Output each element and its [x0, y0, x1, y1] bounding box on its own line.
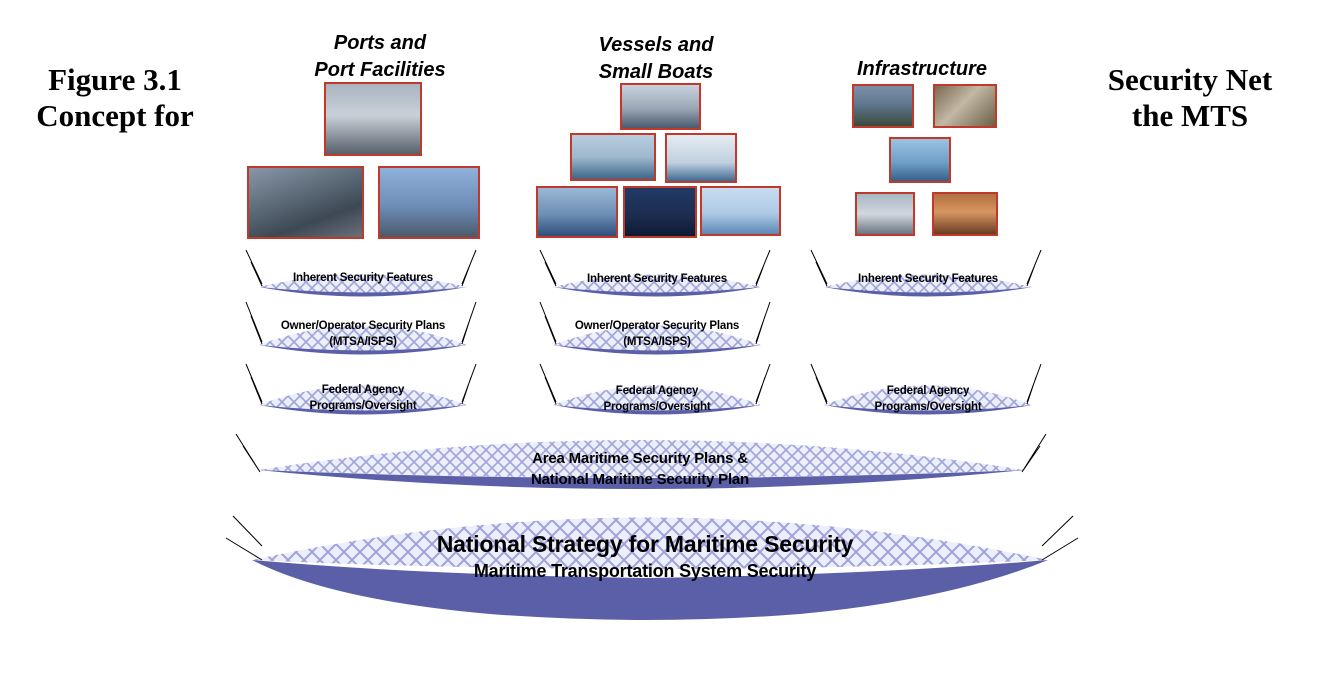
figure-title-line-2: Concept for — [36, 98, 194, 133]
port-aerial-photo — [247, 166, 364, 239]
label-ports-owner: Owner/Operator Security Plans (MTSA/ISPS… — [268, 318, 458, 350]
net-vessels-owner — [539, 301, 771, 355]
figure-title-right: Security Net the MTS — [1090, 62, 1290, 134]
navy-vessel-photo — [620, 83, 701, 130]
label-national-strategy: National Strategy for Maritime Security … — [385, 530, 905, 584]
label-infrastructure-inherent-line-1: Inherent Security Features — [858, 273, 998, 285]
dam-photo — [933, 84, 997, 128]
container-ship-photo — [536, 186, 618, 238]
net-infrastructure-inherent — [810, 249, 1042, 297]
net-area-maritime — [235, 433, 1047, 489]
net-national-strategy — [225, 515, 1079, 620]
small-boat-photo — [665, 133, 737, 183]
label-vessels-owner-line-1: Owner/Operator Security Plans — [574, 320, 740, 332]
figure-title-left: Figure 3.1 Concept for — [20, 62, 210, 134]
label-infrastructure-federal: Federal Agency Programs/Oversight — [833, 383, 1023, 415]
net-ports-owner — [245, 301, 477, 355]
patrol-boat-photo — [570, 133, 656, 181]
label-national-line-2: Maritime Transportation System Security — [473, 561, 817, 581]
waterway-photo — [852, 84, 914, 128]
label-ports-inherent: Inherent Security Features — [268, 270, 458, 286]
figure-title-line-1: Figure 3.1 — [48, 62, 182, 97]
vessels-heading-line-2: Small Boats — [598, 61, 714, 83]
pipeline-photo — [932, 192, 998, 236]
infrastructure-heading-line-1: Infrastructure — [856, 58, 988, 80]
figure-title-line-4: the MTS — [1131, 98, 1249, 133]
port-crane-photo — [378, 166, 480, 239]
label-area-maritime: Area Maritime Security Plans & National … — [440, 448, 840, 490]
figure-title-line-3: Security Net — [1107, 62, 1273, 97]
bridge-photo — [855, 192, 915, 236]
net-ports-federal — [245, 363, 477, 415]
net-vessels-inherent — [539, 249, 771, 297]
label-national-line-1: National Strategy for Maritime Security — [436, 531, 854, 557]
label-vessels-inherent-line-1: Inherent Security Features — [587, 273, 727, 285]
column-heading-ports: Ports and Port Facilities — [290, 30, 470, 84]
net-vessels-federal — [539, 363, 771, 415]
buoy-photo — [889, 137, 951, 183]
tanker-photo — [623, 186, 697, 238]
label-vessels-federal-line-1: Federal Agency — [615, 385, 699, 397]
label-infrastructure-federal-line-1: Federal Agency — [886, 385, 970, 397]
port-harbor-photo — [324, 82, 422, 156]
net-infrastructure-federal — [810, 363, 1042, 415]
label-vessels-federal: Federal Agency Programs/Oversight — [562, 383, 752, 415]
label-ports-owner-line-1: Owner/Operator Security Plans — [280, 320, 446, 332]
label-ports-inherent-line-1: Inherent Security Features — [293, 272, 433, 284]
label-infrastructure-inherent: Inherent Security Features — [833, 271, 1023, 287]
label-ports-federal-line-1: Federal Agency — [321, 384, 405, 396]
label-area-line-2: National Maritime Security Plan — [530, 471, 750, 488]
vessels-heading-line-1: Vessels and — [598, 34, 714, 56]
label-ports-federal-line-2: Programs/Oversight — [309, 400, 417, 412]
label-vessels-owner-line-2: (MTSA/ISPS) — [623, 336, 691, 348]
cruise-ship-photo — [700, 186, 781, 236]
net-ports-inherent — [245, 249, 477, 297]
label-vessels-owner: Owner/Operator Security Plans (MTSA/ISPS… — [562, 318, 752, 350]
ports-heading-line-2: Port Facilities — [314, 59, 446, 81]
label-infrastructure-federal-line-2: Programs/Oversight — [874, 401, 982, 413]
label-vessels-inherent: Inherent Security Features — [562, 271, 752, 287]
label-vessels-federal-line-2: Programs/Oversight — [603, 401, 711, 413]
ports-heading-line-1: Ports and — [333, 32, 427, 54]
column-heading-vessels: Vessels and Small Boats — [566, 32, 746, 86]
label-ports-owner-line-2: (MTSA/ISPS) — [329, 336, 397, 348]
column-heading-infrastructure: Infrastructure — [832, 56, 1012, 83]
label-ports-federal: Federal Agency Programs/Oversight — [268, 382, 458, 414]
label-area-line-1: Area Maritime Security Plans & — [532, 450, 748, 467]
